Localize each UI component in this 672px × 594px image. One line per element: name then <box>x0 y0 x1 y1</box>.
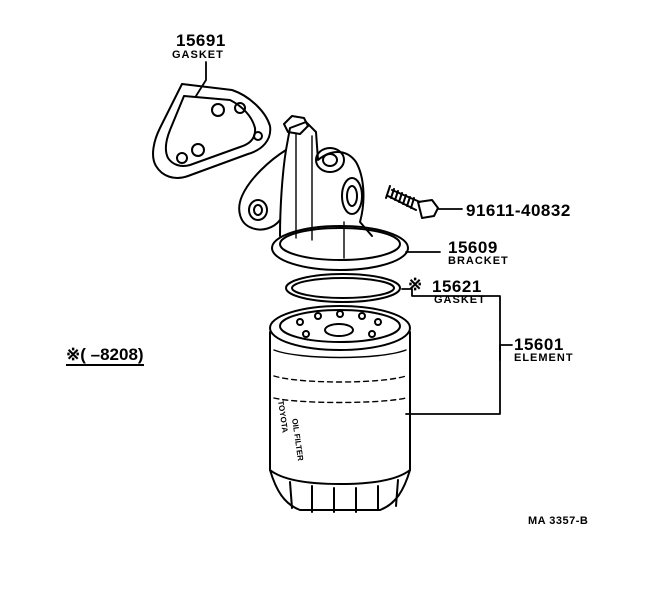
leader-lines <box>195 61 513 415</box>
gasket-ring-mark-icon: ※ <box>408 275 423 294</box>
top-nut <box>283 115 309 135</box>
drawing-code: MA 3357-B <box>528 515 589 527</box>
bracket-base-outer <box>271 225 409 271</box>
element-name: ELEMENT <box>514 352 574 364</box>
gasket-ring-name: GASKET <box>434 294 486 306</box>
bolt-number: 91611-40832 <box>466 201 571 220</box>
filter-center-hole <box>324 323 354 337</box>
bracket-body <box>238 115 409 271</box>
leader-element <box>405 344 513 415</box>
filter-top-inner <box>279 309 401 343</box>
gasket-ring-number: 15621 <box>432 277 482 296</box>
bracket-name: BRACKET <box>448 255 509 267</box>
bracket-base-inner <box>279 227 401 261</box>
applicability-note: ※( –8208) <box>66 345 144 366</box>
leader-gasket-ring <box>401 288 501 361</box>
bracket-number: 15609 <box>448 238 498 257</box>
filter-element <box>269 305 411 513</box>
outlet-boss <box>315 147 345 173</box>
union-bolt <box>385 185 439 219</box>
o-ring-gasket <box>285 273 401 303</box>
flange-gasket <box>152 83 272 179</box>
leader-gasket-top <box>195 61 207 97</box>
mount-hole <box>248 199 268 221</box>
element-number: 15601 <box>514 335 564 354</box>
gasket-top-name: GASKET <box>172 49 224 61</box>
gasket-top-number: 15691 <box>176 31 226 50</box>
side-port <box>341 177 363 215</box>
filter-top-outer <box>269 305 411 351</box>
